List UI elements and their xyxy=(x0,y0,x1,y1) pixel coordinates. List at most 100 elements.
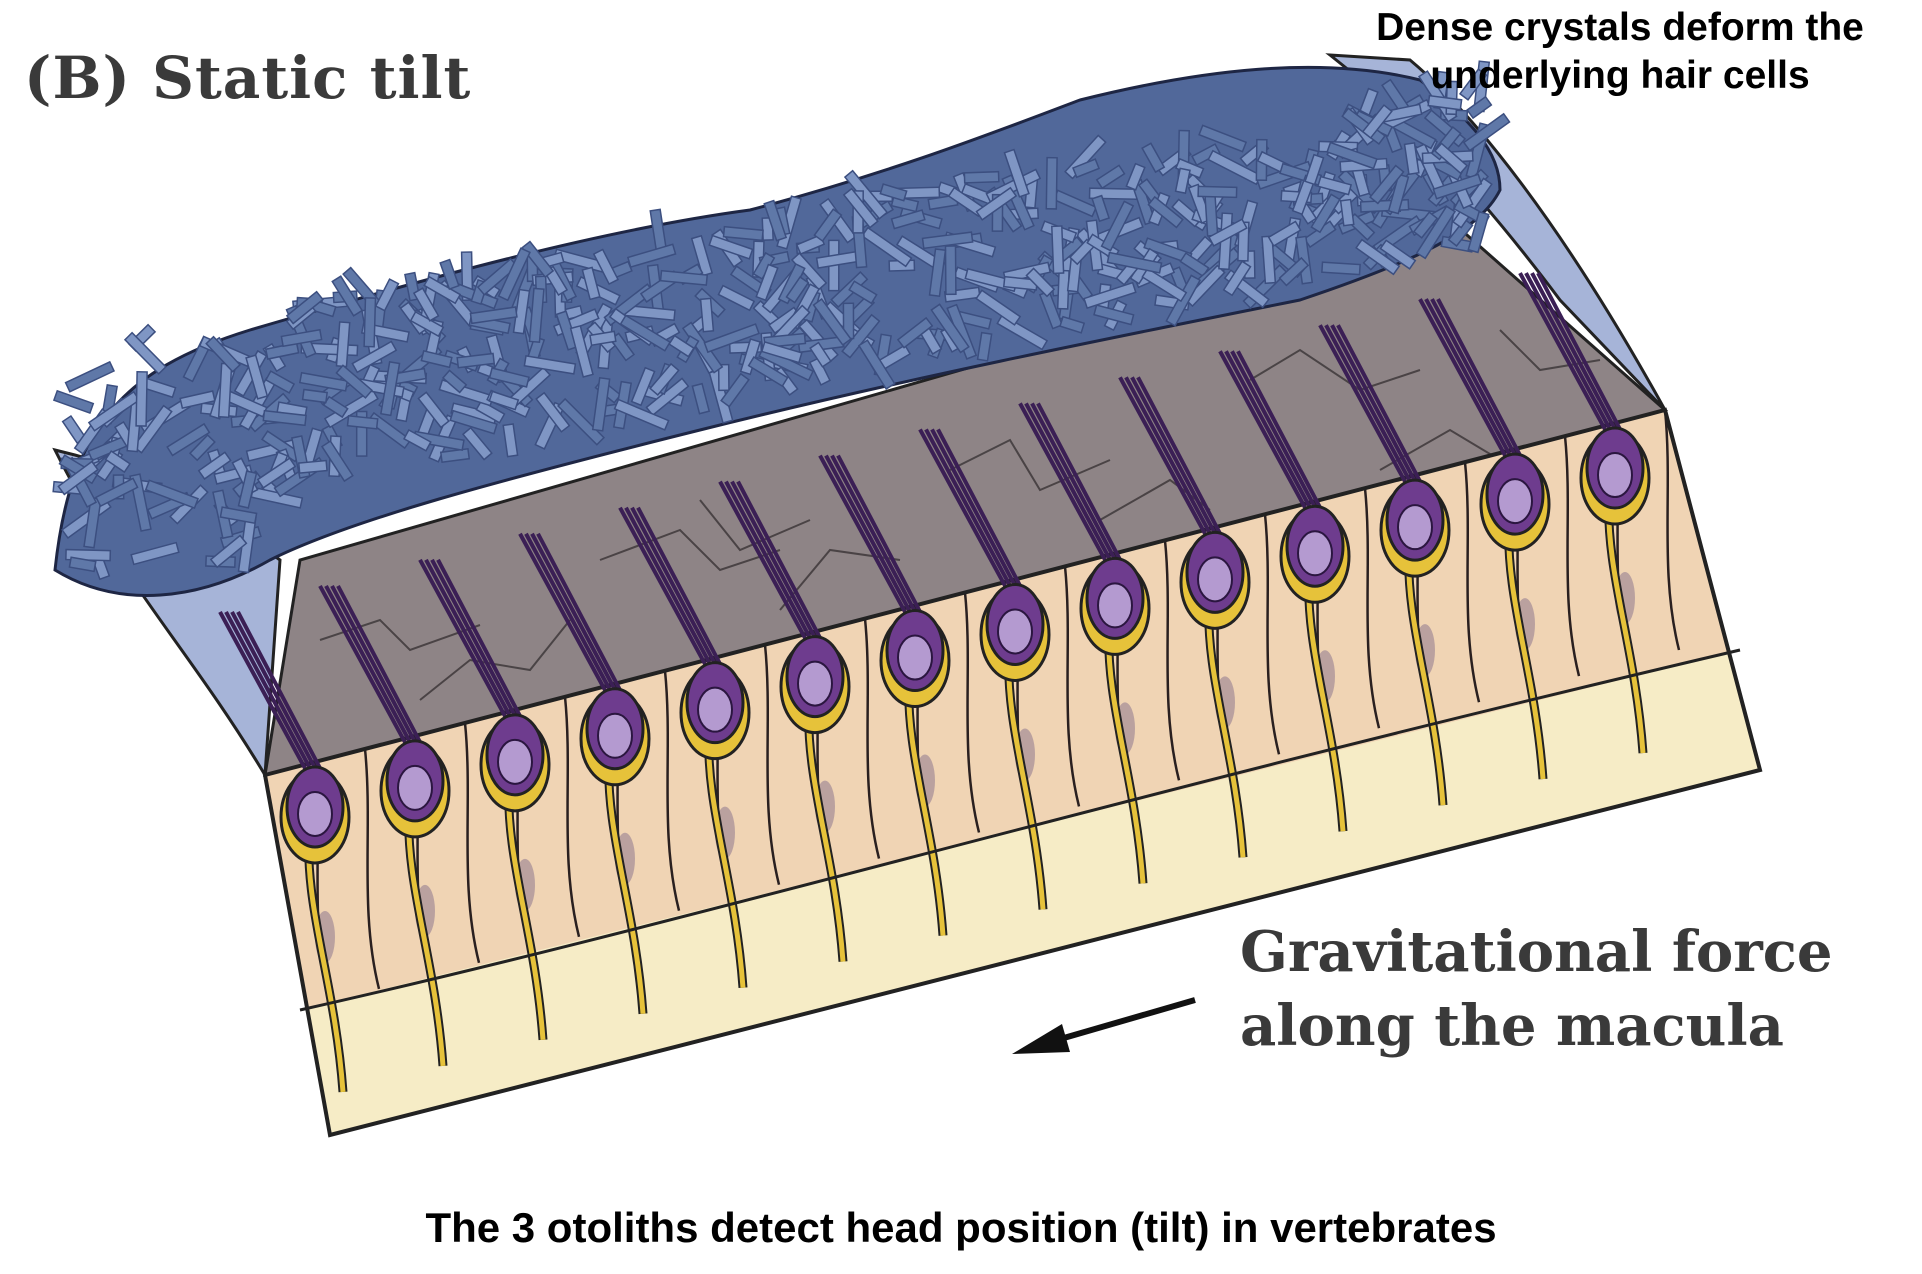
crystal-rod xyxy=(1447,218,1474,247)
crystal xyxy=(717,284,756,312)
crystal xyxy=(219,506,258,525)
crystal-rod xyxy=(1432,173,1483,200)
crystal xyxy=(64,360,116,393)
crystal-rod xyxy=(1403,142,1420,176)
crystal xyxy=(921,231,974,250)
stereocilium xyxy=(524,532,614,695)
cell-border xyxy=(863,618,881,859)
crystal xyxy=(557,397,605,446)
crystal xyxy=(1341,107,1386,145)
crystal xyxy=(581,266,601,301)
crystal-rod xyxy=(1341,107,1386,145)
crystal xyxy=(130,541,180,566)
hair-cell-nucleus xyxy=(297,790,333,837)
crystal-rod xyxy=(1095,164,1126,190)
crystal xyxy=(1208,218,1248,247)
crystal-rod xyxy=(262,409,307,427)
crystal xyxy=(1361,104,1393,139)
crystal xyxy=(1403,142,1420,176)
crystal xyxy=(144,479,199,510)
crystal-rod xyxy=(323,389,379,429)
crystal xyxy=(690,234,714,277)
crystal-rod xyxy=(1222,260,1252,297)
stereocilium xyxy=(936,428,1024,591)
crystal-rod xyxy=(1100,200,1135,252)
hair-cell-nucleus xyxy=(697,686,733,733)
crystal xyxy=(1433,142,1469,175)
stereocilium xyxy=(1136,376,1224,539)
stereocilium xyxy=(930,428,1019,591)
cell-border xyxy=(563,696,581,938)
crystal xyxy=(1051,225,1065,275)
crystal-rod xyxy=(848,280,878,305)
crystal xyxy=(237,470,258,509)
crystal xyxy=(135,370,148,427)
cell-border xyxy=(1663,410,1681,651)
crystal-rod xyxy=(1208,218,1248,247)
stereocilium xyxy=(736,480,824,643)
crystal xyxy=(1059,315,1086,334)
crystal xyxy=(626,243,677,268)
stereocilium xyxy=(236,611,324,773)
crystal xyxy=(523,355,577,375)
crystal-rod xyxy=(1462,112,1511,152)
crystal xyxy=(57,460,99,496)
crystal-rod xyxy=(335,364,374,399)
crystal-rod xyxy=(197,451,232,480)
crystal-rod xyxy=(1369,164,1405,205)
crystal xyxy=(747,356,789,388)
crystal-rod xyxy=(1379,239,1417,270)
crystal-rod xyxy=(1198,124,1248,153)
crystal xyxy=(403,429,432,452)
crystal xyxy=(703,323,760,354)
crystal xyxy=(256,457,297,489)
crystal xyxy=(790,252,828,291)
hair-cell-nucleus xyxy=(897,634,933,681)
crystal xyxy=(1267,220,1302,247)
stereocilium xyxy=(218,611,309,773)
crystal xyxy=(1261,235,1277,285)
crystal xyxy=(1204,193,1219,237)
stereocilium xyxy=(1118,376,1209,539)
crystal xyxy=(497,247,531,302)
crystal xyxy=(1147,195,1184,229)
stereocilium xyxy=(1518,272,1609,434)
stereocilium xyxy=(418,558,509,721)
crystal xyxy=(320,440,354,483)
crystal-rod xyxy=(488,390,520,411)
crystal xyxy=(298,371,349,392)
hair-cell-nucleus xyxy=(597,712,633,759)
crystal xyxy=(813,208,843,243)
crystal-rod xyxy=(613,398,670,431)
stereocilium xyxy=(1524,272,1614,434)
crystal-rod xyxy=(591,376,611,432)
crystal xyxy=(488,367,530,388)
crystal xyxy=(592,248,620,286)
crystal xyxy=(123,331,167,375)
crystal xyxy=(668,334,695,358)
cell-border xyxy=(963,592,981,833)
crystal-rod xyxy=(179,390,216,410)
crystal xyxy=(335,321,351,368)
crystal xyxy=(439,447,471,464)
crystal-rod xyxy=(285,290,324,325)
crystal xyxy=(722,225,764,242)
stereocilium xyxy=(724,480,814,643)
crystal-rod xyxy=(813,208,843,243)
crystal xyxy=(890,209,926,230)
stereocilium xyxy=(618,506,709,669)
crystal-rod xyxy=(928,248,947,298)
crystal-rod xyxy=(280,328,323,348)
stereocilium xyxy=(336,584,424,747)
crystal-annotation: Dense crystals deform the underlying hai… xyxy=(1376,6,1864,97)
crystal-rod xyxy=(1466,95,1493,120)
crystal xyxy=(785,276,810,304)
crystal xyxy=(1321,261,1361,276)
crystal-rod xyxy=(879,183,908,202)
crystal-rod xyxy=(1458,68,1488,101)
stereocilium xyxy=(1218,350,1309,513)
crystal xyxy=(879,183,908,202)
crystal xyxy=(808,356,831,386)
crystal-rod xyxy=(785,276,810,304)
